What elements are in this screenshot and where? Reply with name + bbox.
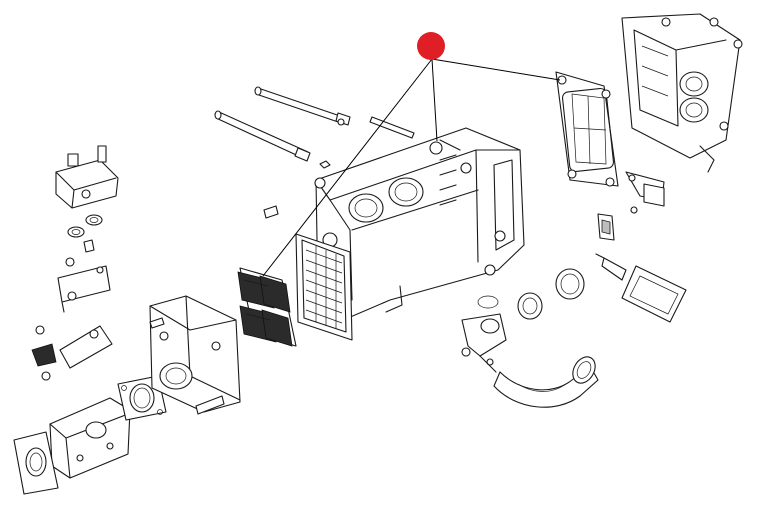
elbow-pipe xyxy=(461,313,599,408)
intake-adapter xyxy=(149,205,279,415)
throttle-body xyxy=(13,397,131,495)
cooler-core xyxy=(295,233,353,341)
leader-line-plate xyxy=(431,58,561,81)
leader-line-housing xyxy=(431,58,438,142)
leader-line-gasket xyxy=(262,58,433,277)
engine-block xyxy=(621,13,743,173)
small-brackets xyxy=(597,171,665,241)
callout xyxy=(262,32,561,277)
long-studs xyxy=(214,86,415,169)
main-housing xyxy=(314,127,525,319)
reed-valve-gasket xyxy=(237,267,297,347)
left-bracket xyxy=(57,257,111,313)
callout-marker[interactable] xyxy=(417,32,445,60)
sealant-tube xyxy=(595,253,687,323)
sensor-block xyxy=(55,145,119,253)
sensor-lever xyxy=(31,325,113,381)
seal-rings xyxy=(477,268,585,320)
gasket-plate xyxy=(555,71,619,187)
